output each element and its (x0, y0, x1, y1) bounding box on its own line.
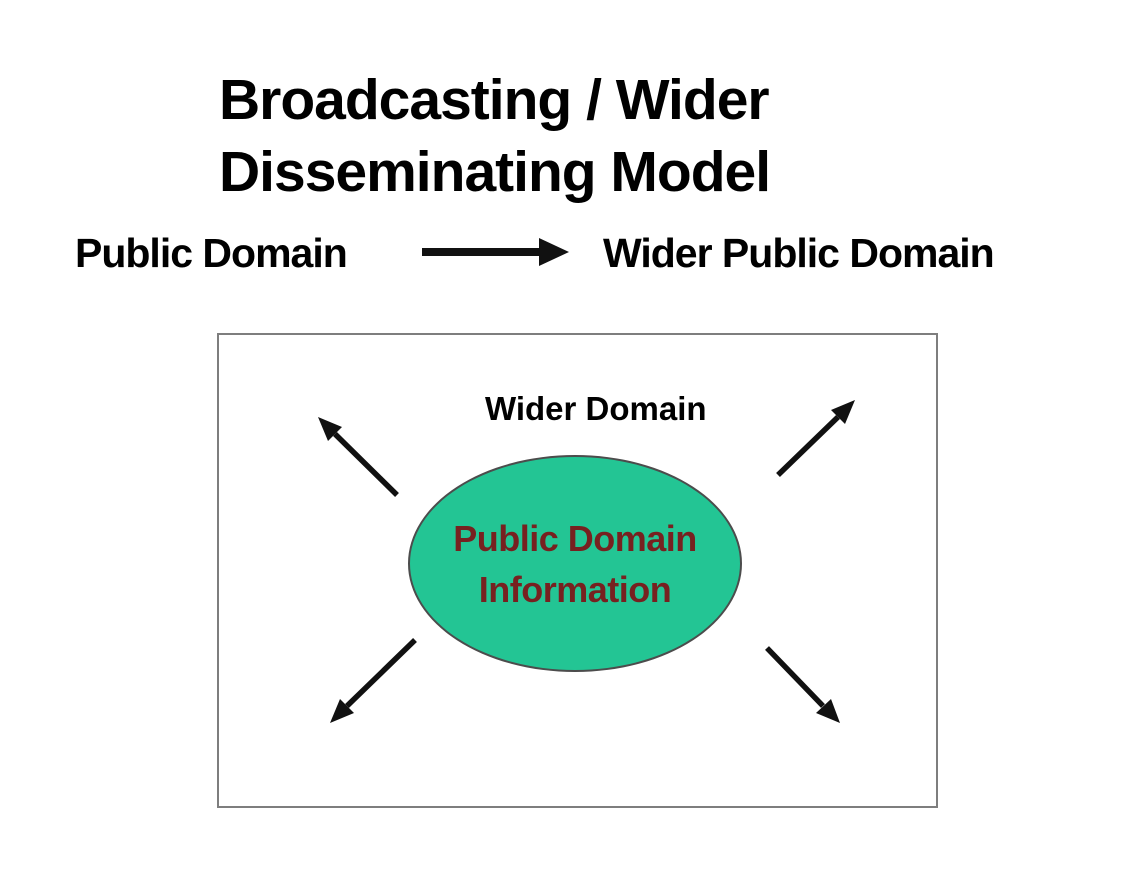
flow-source-label: Public Domain (75, 230, 348, 276)
title-line-2: Disseminating Model (219, 140, 771, 204)
right-arrow-head (539, 238, 569, 266)
title-line-1: Broadcasting / Wider (219, 68, 770, 132)
wider-domain-label: Wider Domain (485, 390, 707, 427)
ellipse-text-line-1: Public Domain (453, 517, 697, 559)
slide-title: Broadcasting / Wider Disseminating Model (219, 64, 771, 208)
public-domain-ellipse: Public Domain Information (408, 455, 742, 672)
ellipse-text-line-2: Information (478, 568, 672, 610)
flow-target-label: Wider Public Domain (603, 230, 995, 276)
right-arrow-icon (422, 238, 569, 266)
